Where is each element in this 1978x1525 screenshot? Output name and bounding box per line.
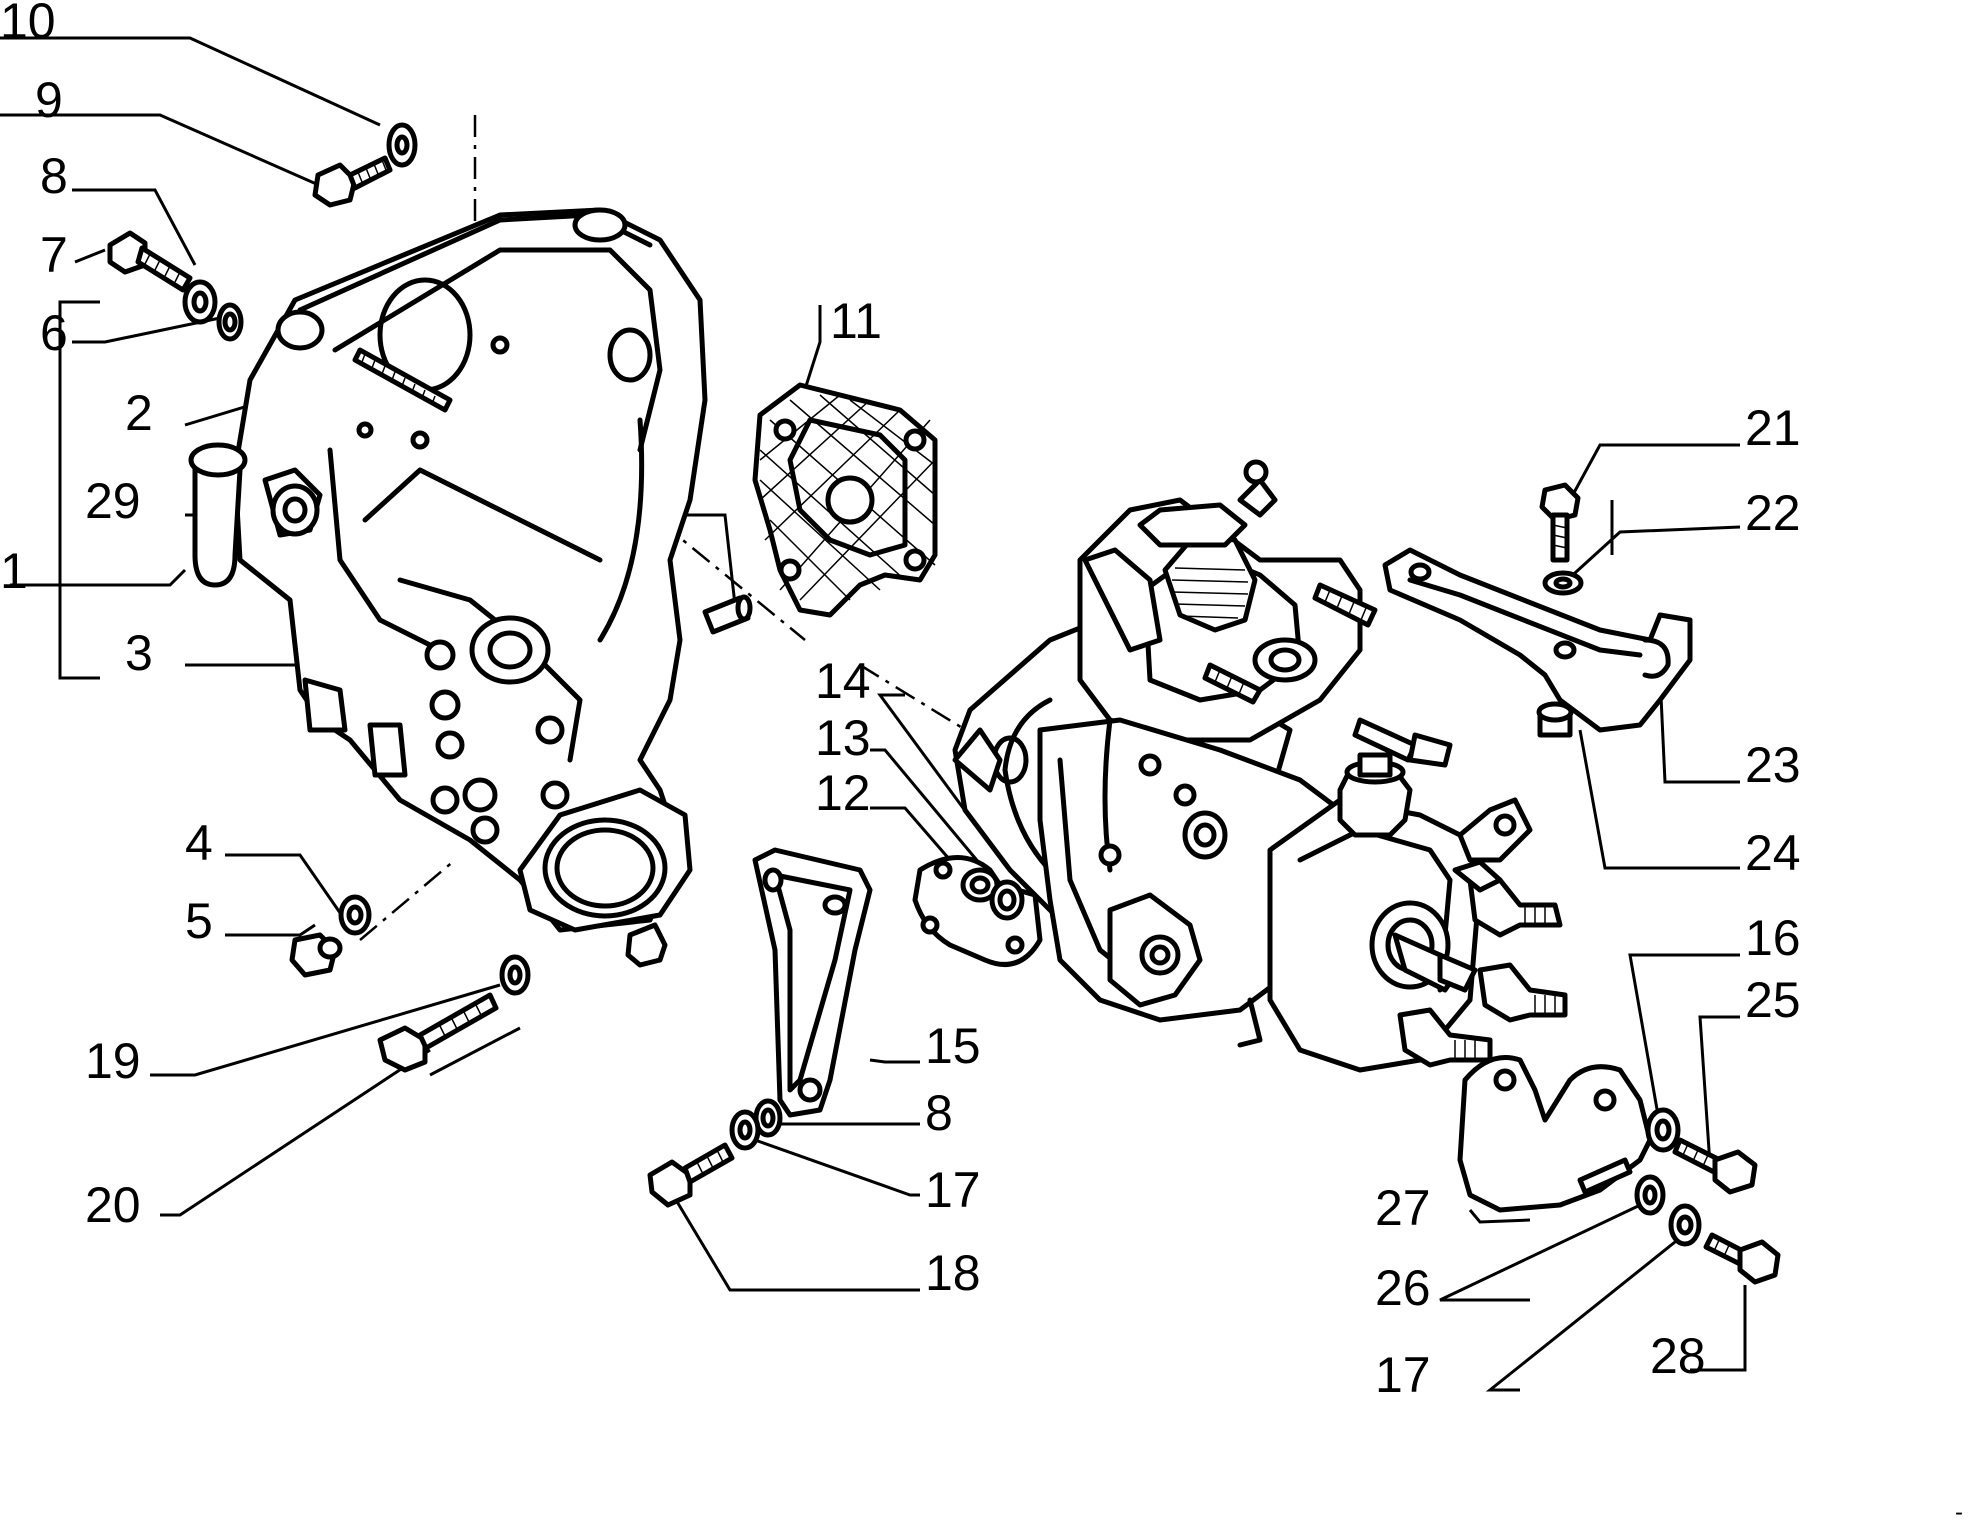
callout-1: 1 [0,543,28,599]
callout-9: 9 [35,72,63,128]
callout-11: 11 [830,293,882,349]
callout-15: 15 [925,1018,981,1074]
gasket-part-11 [752,382,938,618]
callout-7: 7 [40,227,68,283]
callout-13: 13 [815,710,871,766]
top-left-fasteners [107,122,418,342]
bracket-part-27 [1457,1055,1781,1285]
dowel-part-29 [702,594,753,635]
callout-21: 21 [1745,400,1801,456]
callout-5: 5 [185,893,213,949]
bracket-part-23 [1382,482,1693,738]
pump-housing [188,207,708,933]
callout-16: 16 [1745,910,1801,966]
long-bolt-parts [377,954,531,1073]
callout-23: 23 [1745,737,1801,793]
callout-8-lower: 8 [925,1085,953,1141]
injection-pump [952,459,1568,1073]
callout-19: 19 [85,1033,141,1089]
callout-14: 14 [815,653,871,709]
callout-18: 18 [925,1245,981,1301]
corner-mark: - [1955,1499,1963,1525]
callout-2: 2 [125,385,153,441]
callout-24: 24 [1745,825,1801,881]
callout-26: 26 [1375,1260,1431,1316]
callout-8: 8 [40,148,68,204]
callout-20: 20 [85,1177,141,1233]
callout-27: 27 [1375,1180,1431,1236]
callout-29: 29 [85,473,141,529]
callout-12: 12 [815,765,871,821]
drain-plug-parts [289,894,668,978]
callout-28: 28 [1650,1328,1706,1384]
callout-4: 4 [185,815,213,871]
callout-17-middle: 17 [925,1162,981,1218]
callout-25: 25 [1745,972,1801,1028]
stud-part-2 [352,347,453,413]
callout-22: 22 [1745,485,1801,541]
clamp-part-12 [912,855,1043,967]
leader-lines [0,36,1747,1392]
callout-17-right: 17 [1375,1347,1431,1403]
callout-3: 3 [125,625,153,681]
bracket-part-15 [647,847,873,1208]
callout-6: 6 [40,305,68,361]
callout-10: 10 [0,0,56,49]
